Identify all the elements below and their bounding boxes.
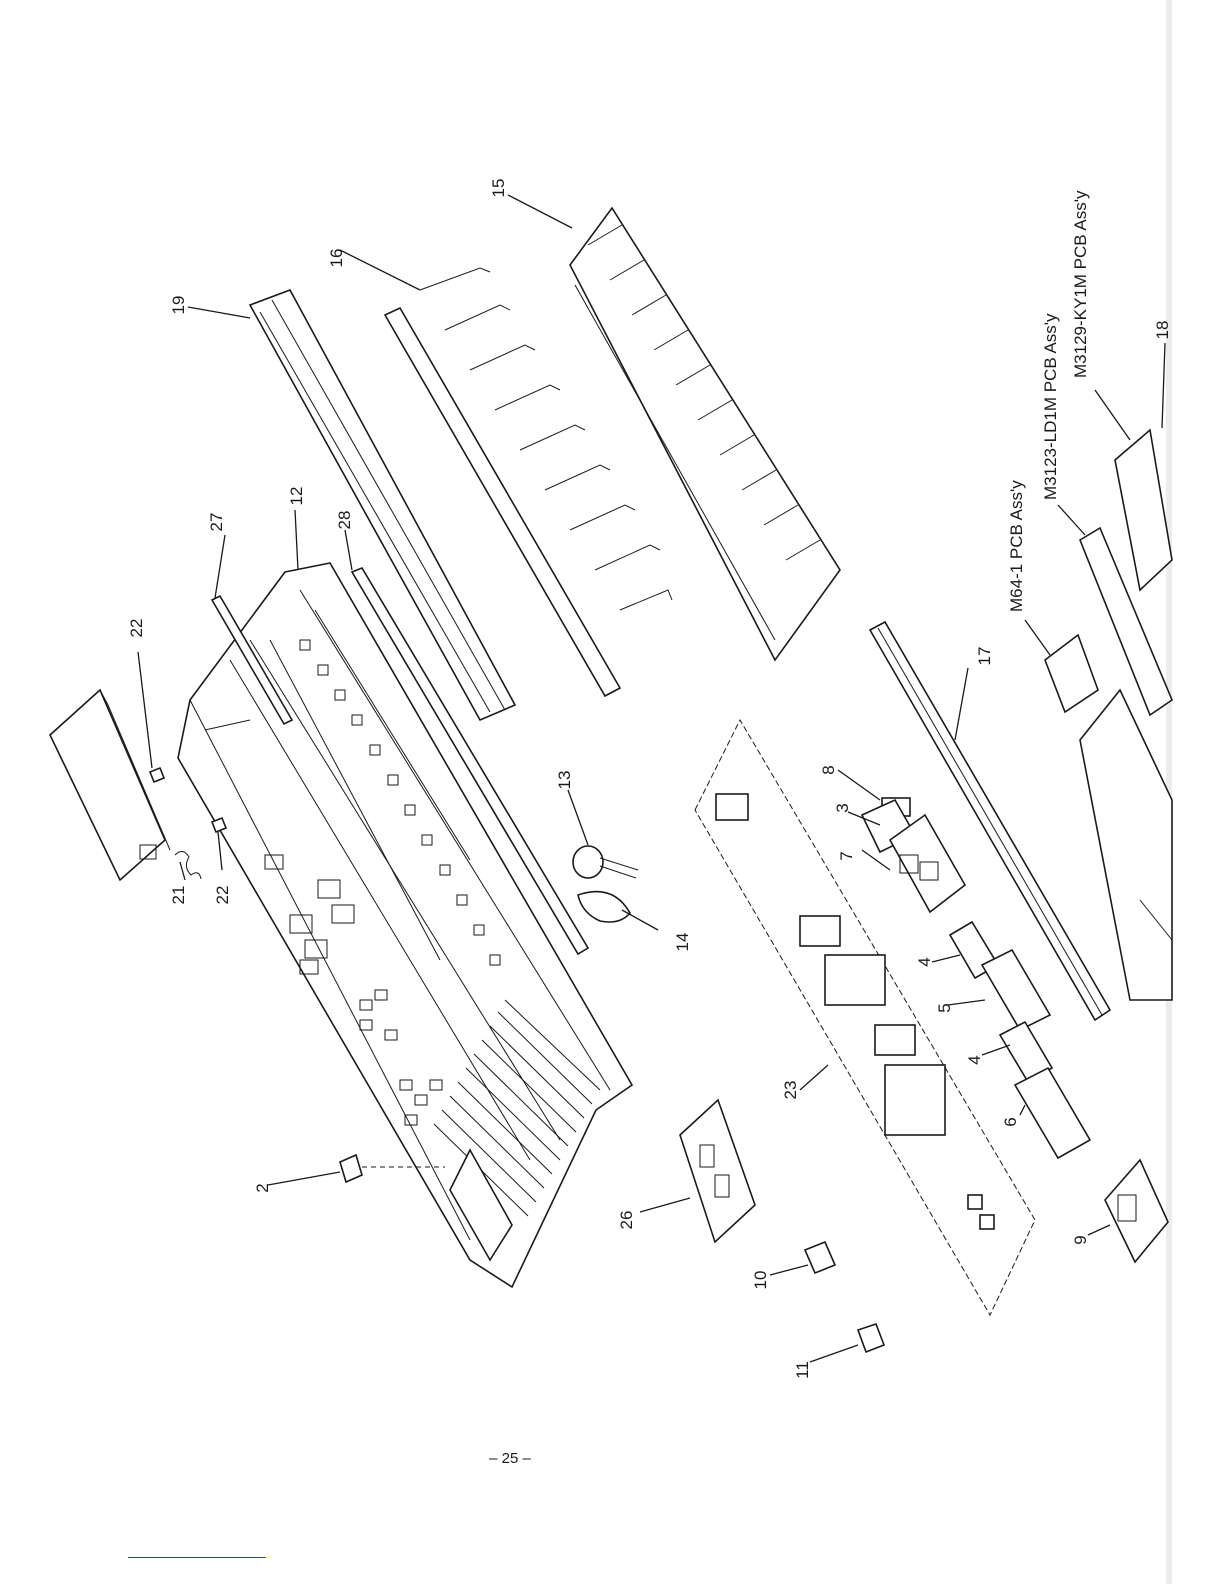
page-number: – 25 – (470, 1450, 550, 1467)
label-part-9: 9 (1071, 1235, 1090, 1244)
label-part-5: 5 (935, 1003, 954, 1012)
clip-part-22-upper (150, 768, 164, 782)
speaker-part-13 (573, 846, 638, 878)
label-part-22-lower: 22 (213, 886, 232, 905)
felt-part-14 (578, 892, 630, 922)
label-part-21: 21 (169, 886, 188, 905)
label-part-15: 15 (489, 179, 508, 198)
label-part-17: 17 (975, 647, 994, 666)
label-part-19: 19 (169, 296, 188, 315)
pcb-m64-1 (1045, 635, 1098, 712)
label-m3129-ky1m-pcb: M3129-KY1M PCB Ass'y (1071, 190, 1090, 378)
button-part-6 (1015, 1068, 1090, 1158)
label-part-10: 10 (751, 1271, 770, 1290)
label-part-18: 18 (1153, 321, 1172, 340)
pcb-assembly-labels: M64-1 PCB Ass'y M3123-LD1M PCB Ass'y M31… (1007, 190, 1090, 612)
label-part-4-upper: 4 (915, 957, 934, 966)
knob-part-10 (805, 1242, 835, 1273)
label-part-23: 23 (781, 1081, 800, 1100)
pcb-m3129-ky1m (1115, 430, 1172, 590)
button-part-5 (982, 950, 1050, 1030)
side-cabinet-part (50, 690, 170, 880)
label-part-4-lower: 4 (965, 1055, 984, 1064)
label-part-2: 2 (253, 1183, 272, 1192)
label-part-22-upper: 22 (127, 619, 146, 638)
label-part-26: 26 (617, 1211, 636, 1230)
keyboard-keys-part-15 (570, 208, 840, 660)
board-part-26 (680, 1100, 755, 1242)
label-part-8: 8 (819, 765, 838, 774)
label-part-3: 3 (833, 803, 852, 812)
label-m64-1-pcb: M64-1 PCB Ass'y (1007, 480, 1026, 612)
label-part-27: 27 (207, 513, 226, 532)
label-part-7: 7 (837, 851, 856, 860)
label-part-16: 16 (327, 249, 346, 268)
label-m3123-ld1m-pcb: M3123-LD1M PCB Ass'y (1041, 313, 1060, 500)
spring-part-21 (175, 851, 201, 879)
label-part-28: 28 (335, 511, 354, 530)
label-part-11: 11 (793, 1361, 812, 1379)
footer-rule (128, 1557, 266, 1558)
label-part-12: 12 (287, 487, 306, 506)
label-part-13: 13 (555, 771, 574, 790)
label-part-6: 6 (1001, 1117, 1020, 1126)
board-part-9 (1105, 1160, 1168, 1262)
label-part-14: 14 (673, 933, 692, 952)
pcb-lower-board (1080, 690, 1172, 1000)
knob-part-11 (858, 1324, 884, 1352)
